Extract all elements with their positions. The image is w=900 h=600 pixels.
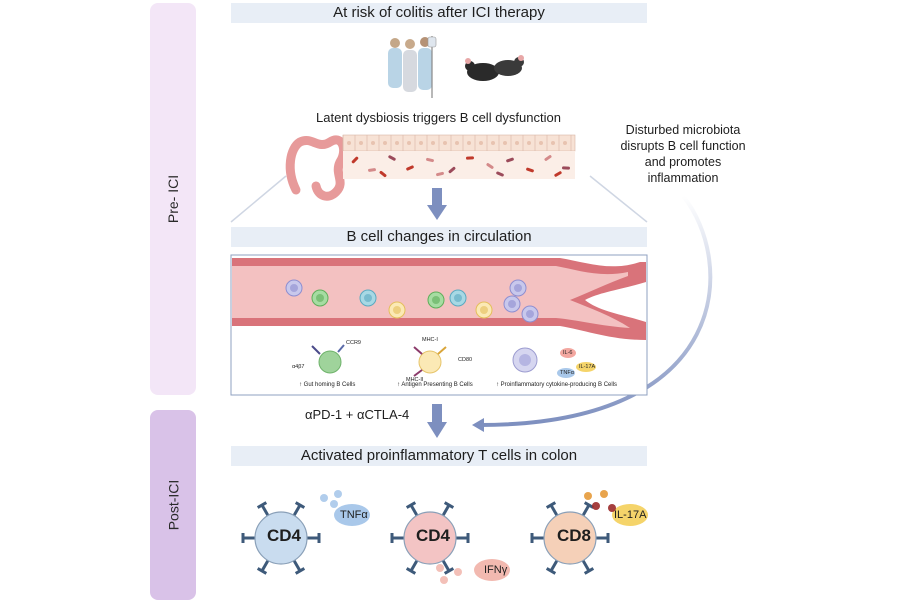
bacterium-icon (406, 165, 414, 171)
bacterium-icon (351, 156, 359, 164)
antigen-presenting-label: ↑ Antigen Presenting B Cells (397, 382, 473, 388)
bacterium-icon (486, 163, 494, 169)
bacterium-icon (448, 166, 456, 174)
cytokine-il17a: IL-17A (579, 364, 596, 370)
treatment-caption: αPD-1 + αCTLA-4 (305, 407, 410, 422)
side-note-line-2: disrupts B cell function (620, 139, 746, 153)
t-cell-label-3: CD8 (557, 526, 592, 545)
marker-mhc-i: MHC-I (422, 337, 438, 343)
cytokine-tnfa: TNFα (560, 370, 574, 376)
circulating-b-cell (388, 301, 406, 319)
bacterium-icon (388, 155, 396, 161)
side-note-line-4: inflammation (647, 171, 719, 185)
gut-homing-b-cell (311, 344, 345, 374)
marker-ccr9: CCR9 (346, 340, 361, 346)
marker-mhc-ii: MHC-II (406, 377, 424, 383)
bacterium-icon (506, 157, 514, 163)
mice-icon (465, 55, 524, 81)
up-arrow-1: ↑ (299, 382, 302, 388)
cytokine-badges (557, 348, 596, 378)
bacterium-icon (466, 156, 474, 160)
banner-bottom: Activated proinflammatory T cells in col… (231, 446, 647, 466)
t-cell-cytokine-3: IL-17A (614, 509, 647, 521)
cytokine-producing-label: ↑ Proinflammatory cytokine-producing B C… (496, 382, 617, 388)
bacterium-icon (426, 157, 434, 163)
antigen-presenting-b-cell (413, 346, 447, 377)
bacterium-icon (526, 167, 534, 173)
circulating-b-cell (521, 305, 539, 323)
up-arrow-2: ↑ (397, 382, 400, 388)
bacterium-icon (562, 166, 570, 170)
circulating-b-cell (311, 289, 329, 307)
circulating-b-cell (509, 279, 527, 297)
circulating-b-cell (427, 291, 445, 309)
t-cell-icon (241, 490, 370, 575)
side-note-line-3: and promotes (644, 155, 722, 169)
marker-a4b7: α4β7 (292, 364, 305, 370)
circulating-b-cell (359, 289, 377, 307)
pre-ici-phase-bar: Pre- ICI (150, 3, 196, 395)
colon-icon (285, 135, 349, 201)
t-cell-cytokine-1: TNFα (340, 509, 368, 521)
gut-homing-label: ↑ Gut homing B Cells (299, 382, 355, 388)
banner-top: At risk of colitis after ICI therapy (231, 3, 647, 23)
side-curved-arrow (479, 194, 713, 427)
gut-homing-text: Gut homing B Cells (303, 382, 356, 388)
cytokine-il6: IL-6 (563, 350, 573, 356)
t-cell-icon (390, 501, 510, 584)
t-cell-cytokine-2: IFNγ (484, 564, 508, 576)
circulating-b-cell (475, 301, 493, 319)
post-ici-phase-bar: Post-ICI (150, 410, 196, 600)
bacterium-icon (379, 170, 387, 178)
antigen-presenting-text: Antigen Presenting B Cells (401, 382, 473, 388)
banner-middle: B cell changes in circulation (231, 227, 647, 247)
up-arrow-3: ↑ (496, 382, 499, 388)
cytokine-producing-b-cell (512, 347, 538, 373)
circulating-b-cell (449, 289, 467, 307)
bacterium-icon (554, 171, 562, 177)
side-note-line-1: Disturbed microbiota (625, 123, 741, 137)
down-arrow-top (427, 188, 447, 220)
t-cell-label-1: CD4 (267, 526, 302, 545)
side-note: Disturbed microbiota disrupts B cell fun… (593, 122, 773, 186)
down-arrow-bottom (427, 404, 447, 438)
cytokine-producing-text: Proinflammatory cytokine-producing B Cel… (500, 382, 618, 388)
circulating-b-cell (503, 295, 521, 313)
t-cell-label-2: CD4 (416, 526, 451, 545)
marker-cd80: CD80 (458, 357, 473, 363)
circulating-b-cell (285, 279, 303, 297)
t-cell-icon (530, 490, 648, 575)
bacterium-icon (436, 171, 444, 177)
bacterium-icon (496, 171, 504, 177)
patients-icon (388, 36, 437, 98)
bacterium-icon (544, 155, 552, 161)
dysbiosis-caption: Latent dysbiosis triggers B cell dysfunc… (316, 110, 561, 125)
bacterium-icon (368, 168, 376, 172)
